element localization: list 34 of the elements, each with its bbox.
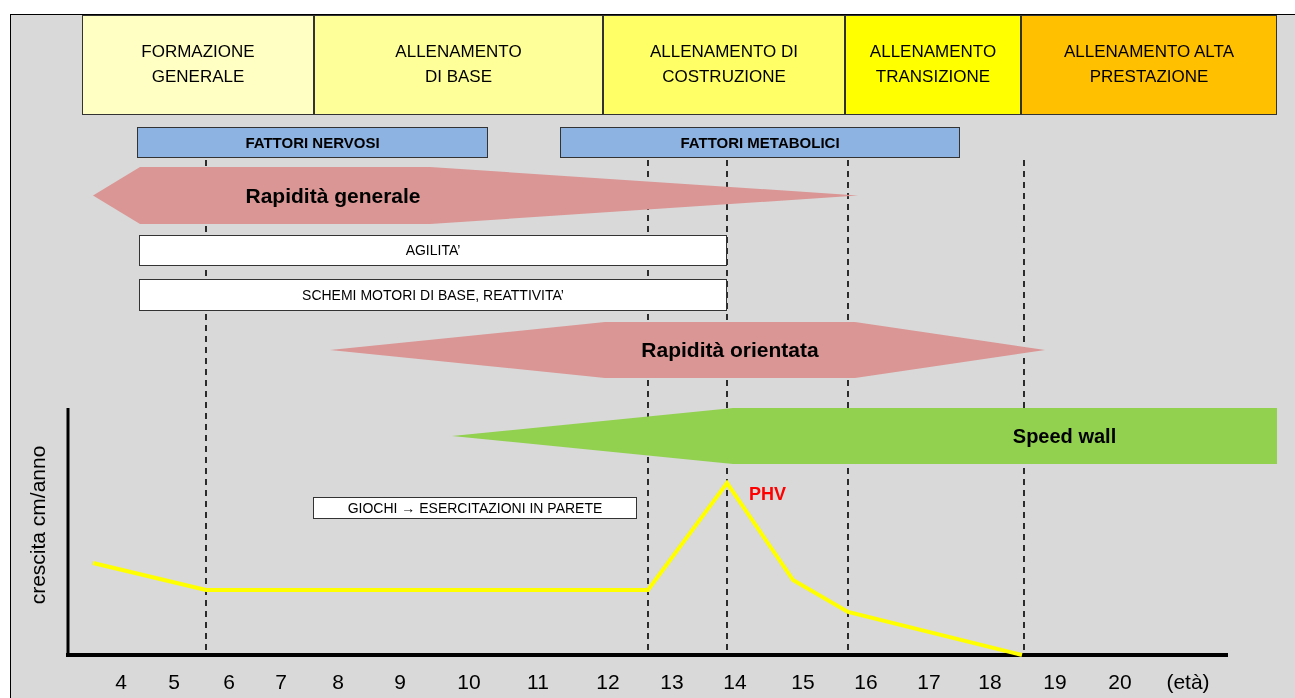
axis-tick-label: 11 bbox=[527, 670, 549, 694]
axis-tick-label: 9 bbox=[394, 670, 406, 694]
axis-tick-label: 5 bbox=[168, 670, 180, 694]
axis-tick-label: 8 bbox=[332, 670, 344, 694]
axis-tick-label: 15 bbox=[791, 670, 815, 694]
axis-tick-label: 19 bbox=[1043, 670, 1067, 694]
band-label: Rapidità generale bbox=[244, 183, 422, 208]
axis-tick-label: 16 bbox=[854, 670, 878, 694]
peak-label: PHV bbox=[749, 484, 786, 505]
axis-tick-label: 4 bbox=[115, 670, 127, 694]
axis-tick-label: 7 bbox=[275, 670, 287, 694]
phase-box: ALLENAMENTO ALTA PRESTAZIONE bbox=[1021, 15, 1277, 115]
axis-tick-label: 18 bbox=[978, 670, 1002, 694]
axis-tick-label: 13 bbox=[660, 670, 684, 694]
axis-tick-label: (età) bbox=[1166, 670, 1210, 694]
factor-bar: FATTORI NERVOSI bbox=[137, 127, 488, 158]
arrow-band bbox=[93, 167, 858, 224]
phase-box: FORMAZIONE GENERALE bbox=[82, 15, 314, 115]
bar: SCHEMI MOTORI DI BASE, REATTIVITA’ bbox=[139, 279, 727, 311]
axis-tick-label: 20 bbox=[1108, 670, 1132, 694]
phase-box: ALLENAMENTO TRANSIZIONE bbox=[845, 15, 1021, 115]
axis-tick-label: 6 bbox=[223, 670, 235, 694]
band-label: Speed wall bbox=[1011, 424, 1118, 448]
axis-tick-label: 12 bbox=[596, 670, 620, 694]
axis-tick-label: 14 bbox=[723, 670, 747, 694]
note-box: GIOCHI → ESERCITAZIONI IN PARETE bbox=[313, 497, 637, 519]
band-label: Rapidità orientata bbox=[640, 338, 820, 362]
phase-box: ALLENAMENTO DI COSTRUZIONE bbox=[603, 15, 845, 115]
bar: AGILITA’ bbox=[139, 235, 727, 266]
factor-bar: FATTORI METABOLICI bbox=[560, 127, 960, 158]
axis-tick-label: 17 bbox=[917, 670, 941, 694]
axis-tick-label: 10 bbox=[457, 670, 481, 694]
axis-title: crescita cm/anno bbox=[26, 445, 50, 605]
phase-box: ALLENAMENTO DI BASE bbox=[314, 15, 603, 115]
